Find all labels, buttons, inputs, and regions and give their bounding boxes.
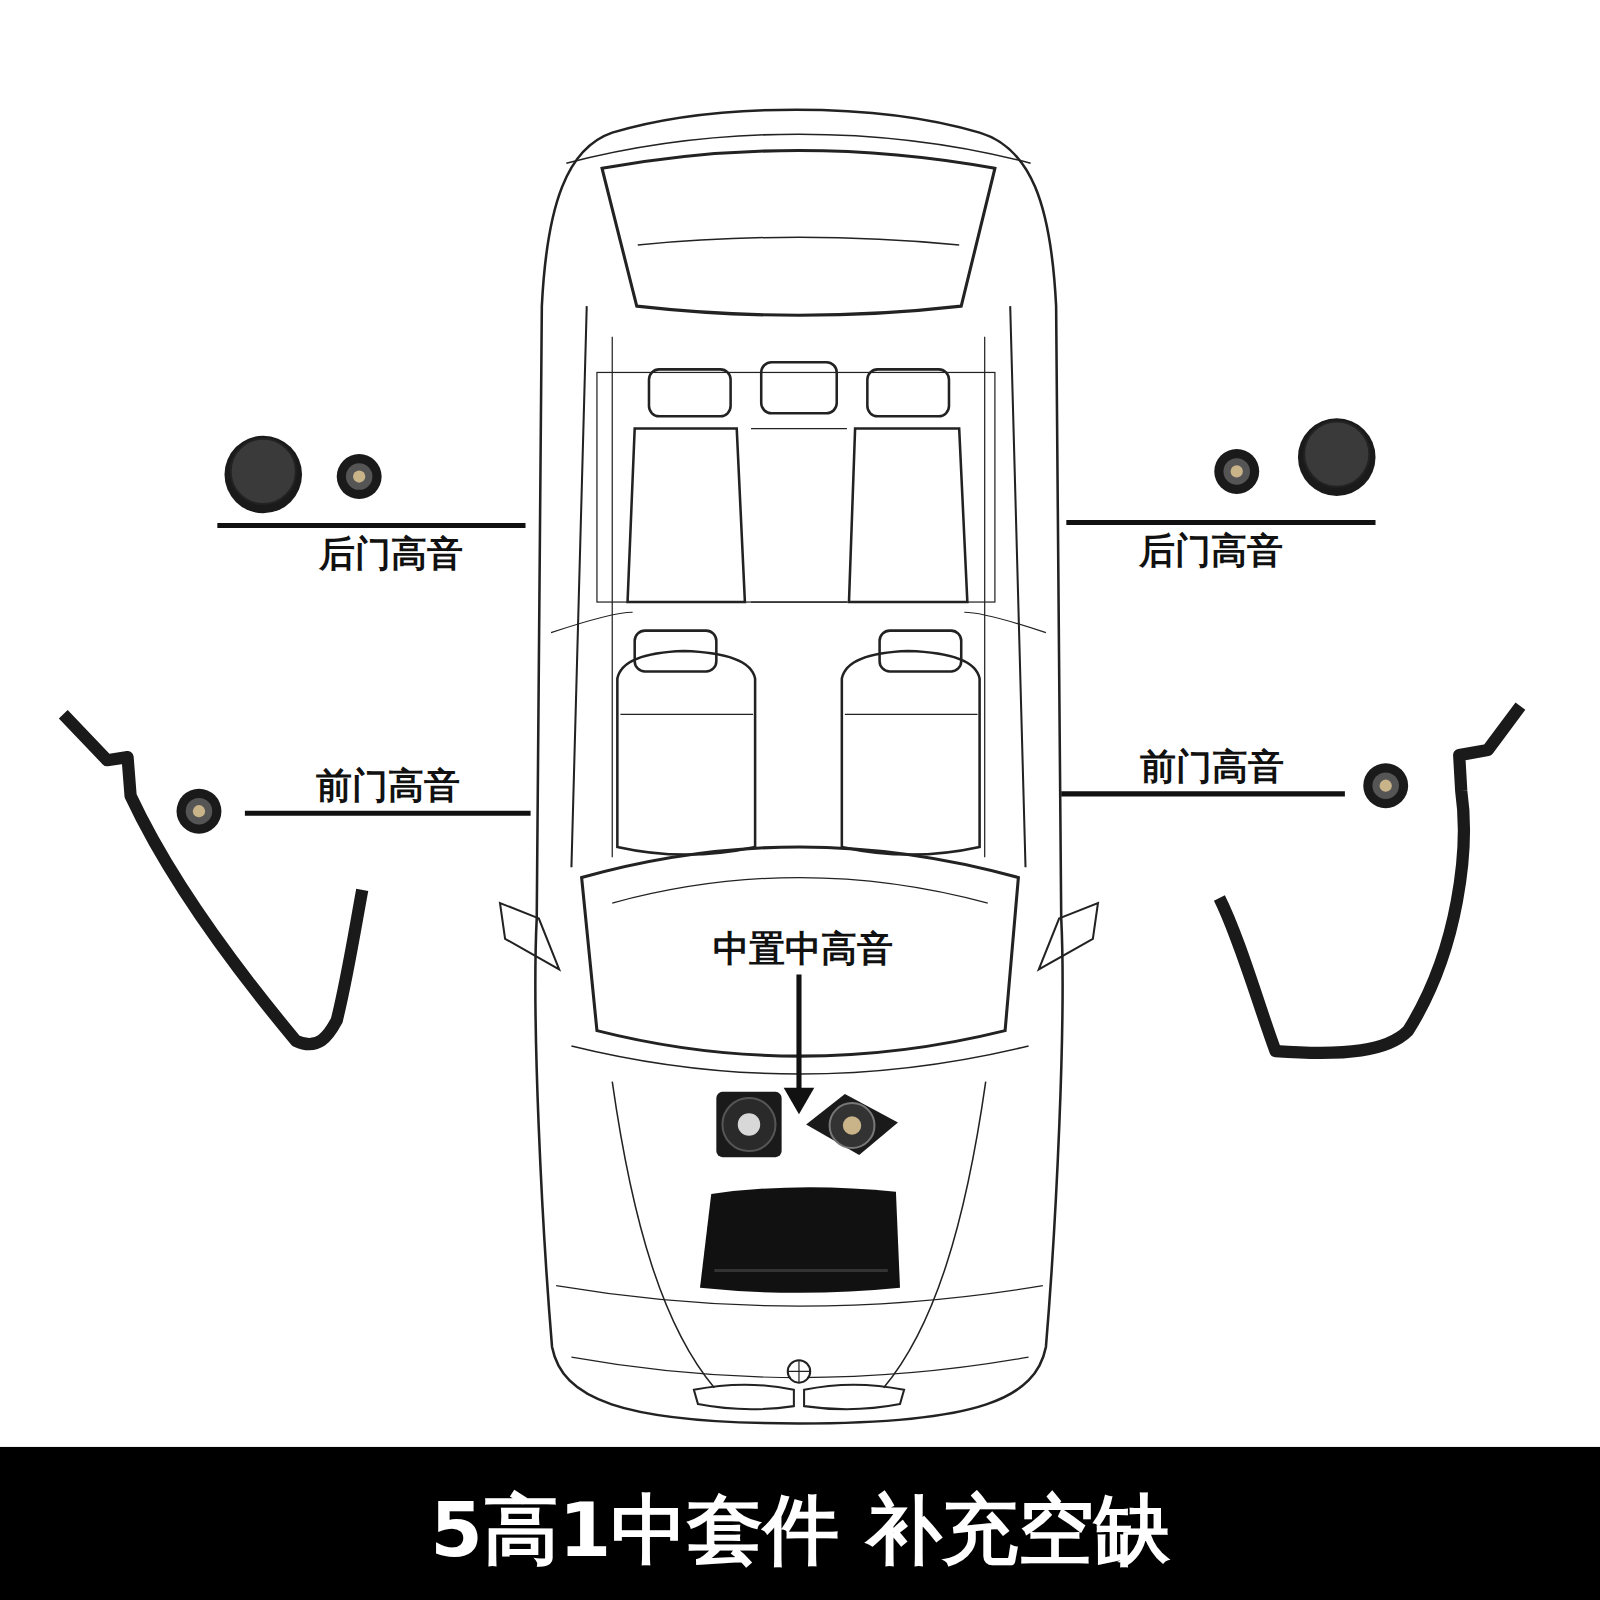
- part-label: 后门高音: [319, 534, 463, 573]
- center-tweeter-part: [806, 1094, 898, 1155]
- center-arrow: [784, 974, 815, 1114]
- front-door-tweeters-part: [1372, 772, 1399, 799]
- caption-bar: [0, 1447, 1600, 1600]
- dashboard-speaker-grille: [700, 1187, 900, 1293]
- car-body-part: [867, 369, 949, 416]
- car-body-part: [849, 429, 967, 602]
- leader-lines-part: [1066, 520, 1375, 525]
- car-body-part: [1039, 903, 1098, 969]
- car-body-part: [612, 878, 988, 904]
- grille-part: [788, 1360, 810, 1382]
- center-arrow-part: [784, 1088, 815, 1115]
- midrange-speaker: [716, 1092, 781, 1157]
- center-tweeter-part: [843, 1116, 861, 1134]
- rear-door-speakers-part: [1304, 421, 1369, 486]
- front-door-tweeters-part: [186, 798, 213, 825]
- center-tweeter: [806, 1094, 898, 1155]
- rear-door-speakers-part: [1231, 465, 1243, 477]
- car-body-part: [620, 714, 977, 715]
- front-door-tweeters-part: [177, 789, 222, 834]
- car-body-part: [617, 651, 755, 855]
- car-body-part: [566, 134, 1030, 163]
- car-body-part: [612, 337, 984, 857]
- leader-lines-part: [1061, 791, 1345, 796]
- grille: [694, 1360, 904, 1409]
- rear-door-speakers: [224, 418, 1375, 513]
- dashboard-speaker-grille-part: [700, 1187, 900, 1293]
- car-body-part: [500, 903, 559, 969]
- a-pillar-trim: [63, 706, 1520, 1053]
- car-body-part: [761, 362, 837, 413]
- center-arrow-part: [796, 974, 801, 1091]
- car-body: [500, 110, 1098, 1424]
- dashboard-speaker-grille-part: [714, 1269, 887, 1272]
- rear-door-speakers-part: [1298, 418, 1376, 496]
- rear-door-speakers-part: [224, 436, 302, 514]
- part-label: 后门高音: [1139, 531, 1283, 570]
- car-body-part: [638, 237, 959, 245]
- a-pillar-trim-part: [63, 714, 362, 1044]
- car-body-part: [597, 372, 995, 602]
- front-door-tweeters-part: [193, 805, 205, 817]
- grille-part: [788, 1360, 810, 1382]
- rear-door-speakers-part: [353, 470, 365, 482]
- rear-door-speakers-part: [231, 439, 296, 504]
- car-body-part: [842, 651, 980, 855]
- front-door-tweeters-part: [1380, 780, 1392, 792]
- part-label: 中置中高音: [713, 929, 893, 968]
- car-body-part: [571, 306, 1025, 867]
- leader-lines: [217, 522, 1375, 813]
- front-door-tweeters-part: [1363, 763, 1408, 808]
- center-tweeter-part: [830, 1103, 875, 1148]
- leader-lines-part: [217, 523, 525, 528]
- car-body-part: [649, 369, 731, 416]
- midrange-speaker-part: [716, 1092, 781, 1157]
- car-body-part: [551, 612, 1046, 632]
- midrange-speaker-part: [738, 1113, 760, 1135]
- car-body-part: [535, 110, 1062, 1424]
- caption-text: 5高1中套件 补充空缺: [430, 1489, 1169, 1572]
- car-body-part: [612, 1082, 985, 1388]
- car-body-part: [751, 429, 847, 602]
- rear-door-speakers-part: [1223, 458, 1250, 485]
- grille-part: [694, 1385, 794, 1410]
- car-body-part: [628, 429, 745, 602]
- rear-door-speakers-part: [1214, 449, 1259, 494]
- car-body-part: [602, 151, 995, 316]
- rear-door-speakers-part: [346, 463, 373, 490]
- leader-lines-part: [245, 811, 531, 816]
- rear-door-speakers-part: [337, 454, 382, 499]
- part-label: 前门高音: [1140, 748, 1284, 787]
- grille-part: [804, 1385, 904, 1410]
- midrange-speaker-part: [722, 1098, 775, 1151]
- part-label: 前门高音: [316, 766, 460, 805]
